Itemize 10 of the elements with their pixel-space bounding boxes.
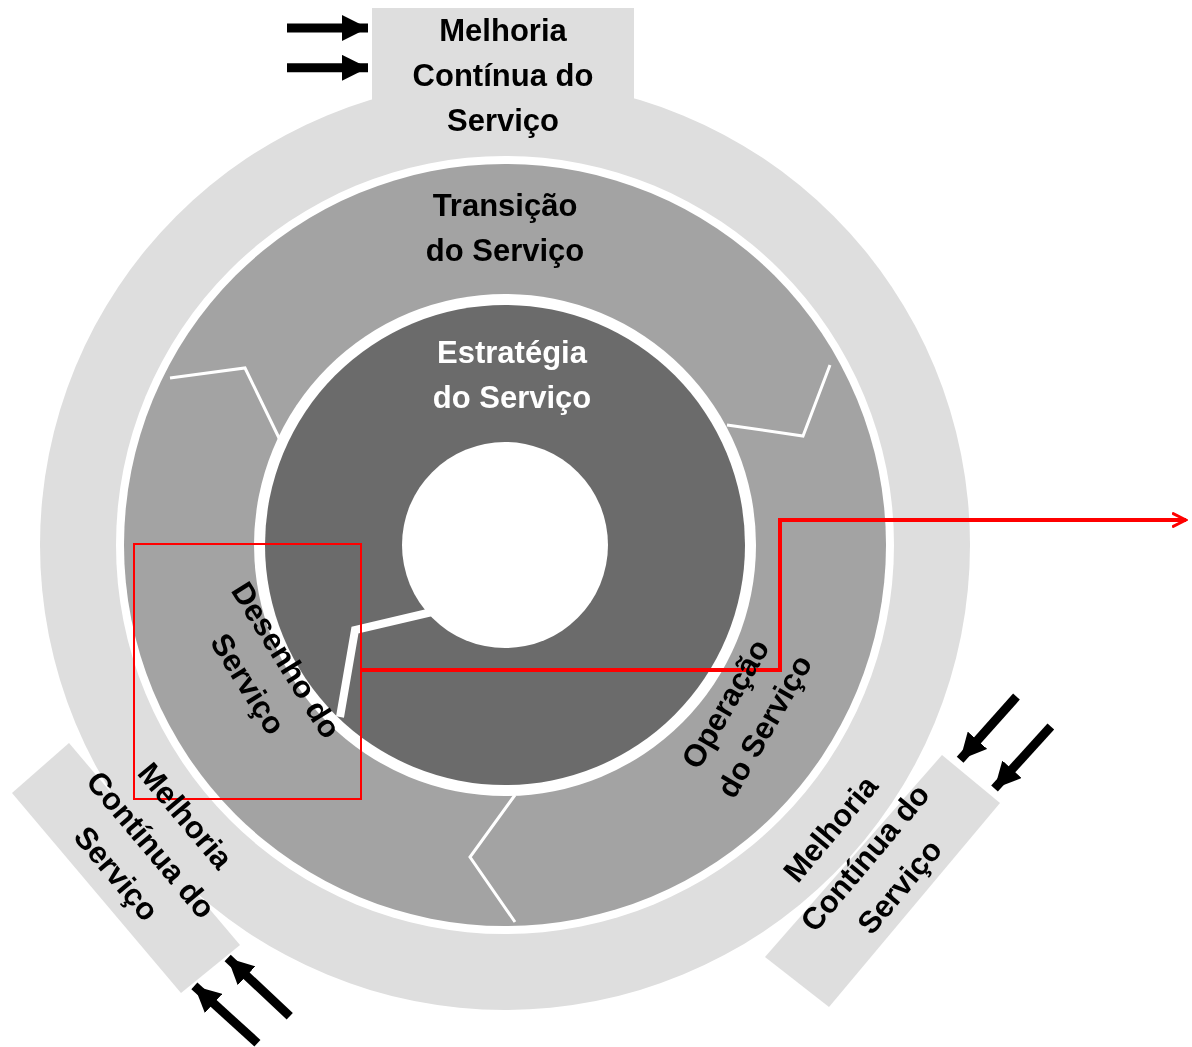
arrow xyxy=(224,954,293,1020)
phase-label: Melhoria Contínua do Serviço xyxy=(411,12,595,140)
arrow xyxy=(191,982,261,1047)
arrow xyxy=(287,15,368,41)
arrow xyxy=(362,512,1188,672)
arrow xyxy=(991,723,1055,792)
arrow xyxy=(956,693,1020,763)
phase-label: Estratégia do Serviço xyxy=(431,334,593,417)
arrow xyxy=(287,54,368,81)
phase-label: Transição do Serviço xyxy=(424,187,586,270)
